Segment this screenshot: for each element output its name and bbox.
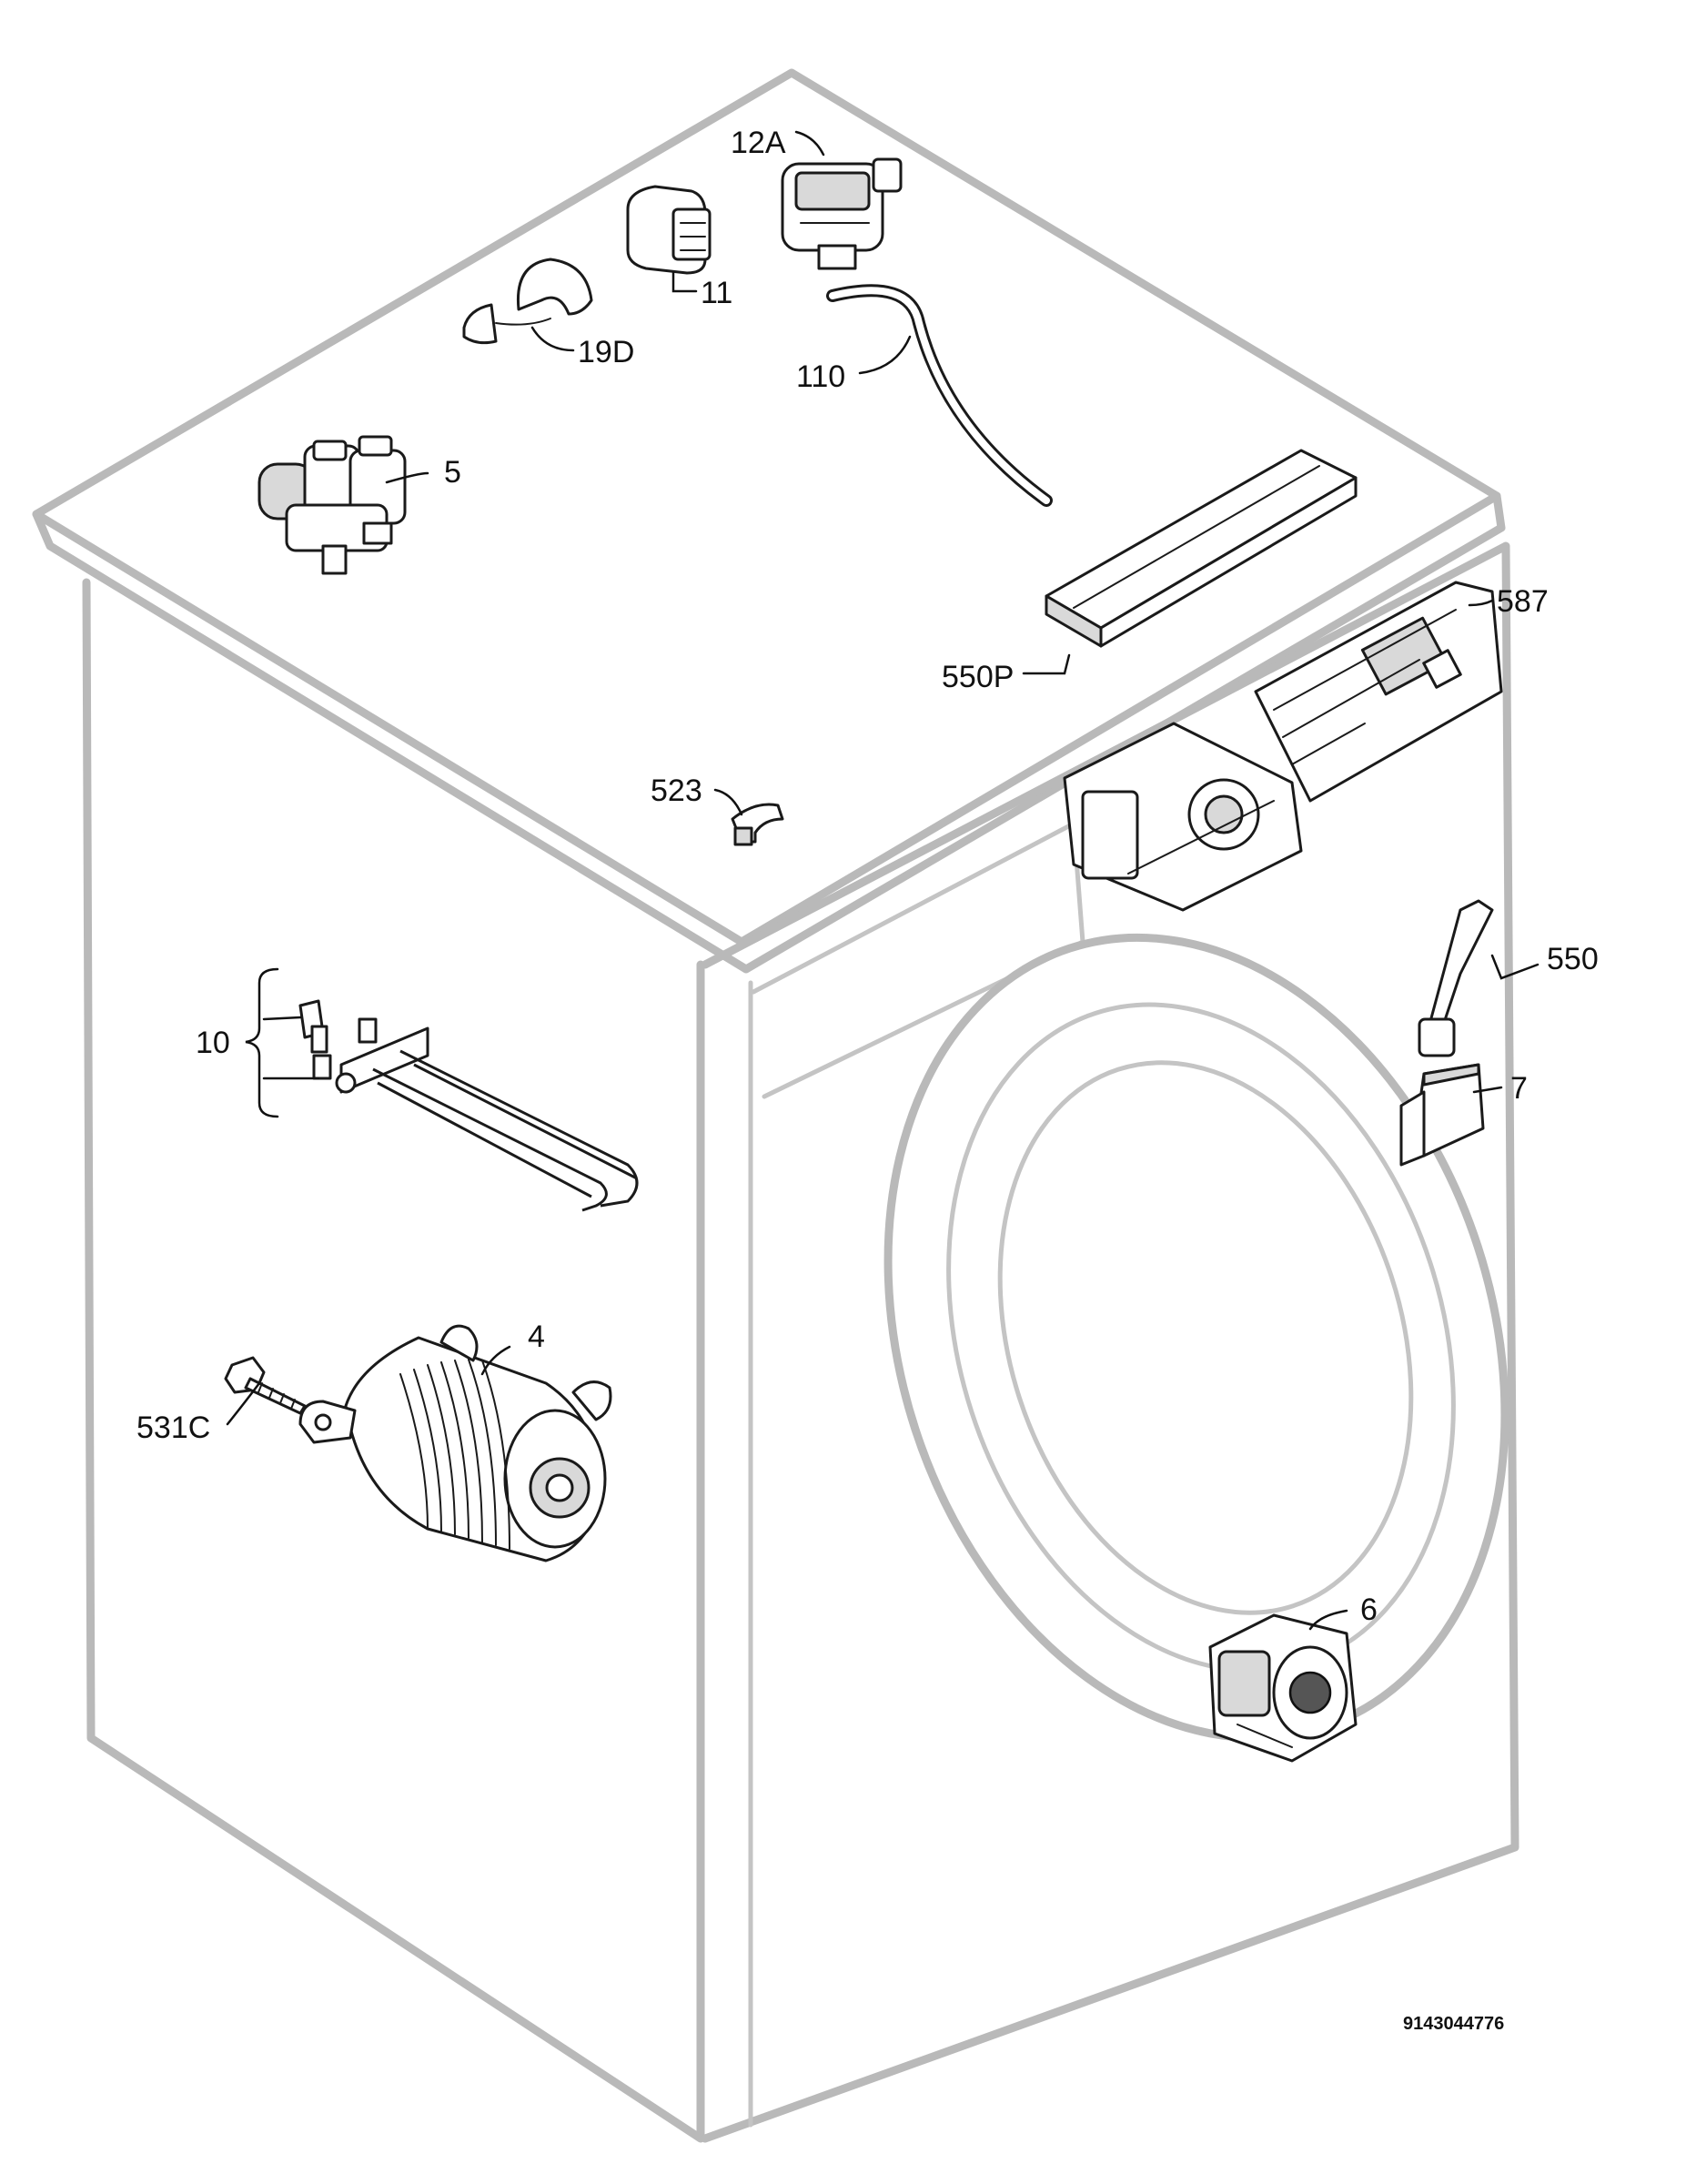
leader-lines [226,130,1540,1631]
callout-550P: 550P [942,660,1014,694]
programme-selector-part [1063,722,1303,912]
callout-4: 4 [528,1320,545,1354]
callout-531C: 531C [136,1410,210,1445]
callout-110: 110 [796,359,845,394]
grommet-part [462,258,593,345]
screw-part [224,1356,307,1415]
callout-550: 550 [1547,942,1599,976]
callout-11: 11 [701,276,732,310]
cabinet-outline [32,68,1519,2143]
callout-587: 587 [1497,584,1549,619]
inlet-valve-part [257,435,407,575]
drain-pump-part [1208,1613,1358,1763]
callout-523: 523 [651,774,702,808]
callout-labels: 12A 11 19D 110 5 587 550P 523 550 10 7 4… [136,126,1599,1627]
clip-part [731,803,784,846]
lever-part [1418,899,1494,1057]
callout-5: 5 [444,455,461,490]
motor-part [298,1324,612,1562]
callout-19D: 19D [578,335,634,369]
document-number: 9143044776 [1403,2014,1504,2034]
heating-element-part [298,999,639,1212]
callout-7: 7 [1510,1071,1528,1106]
callout-10: 10 [196,1026,230,1060]
door-lock-part [1399,1063,1485,1167]
pressure-switch-part [781,157,903,270]
control-panel-cover-part [1045,449,1358,648]
electronic-module-part [1254,581,1503,803]
callout-12A: 12A [731,126,786,160]
hose-part [826,284,1053,507]
callout-6: 6 [1360,1592,1378,1627]
interference-filter-part [626,185,712,275]
